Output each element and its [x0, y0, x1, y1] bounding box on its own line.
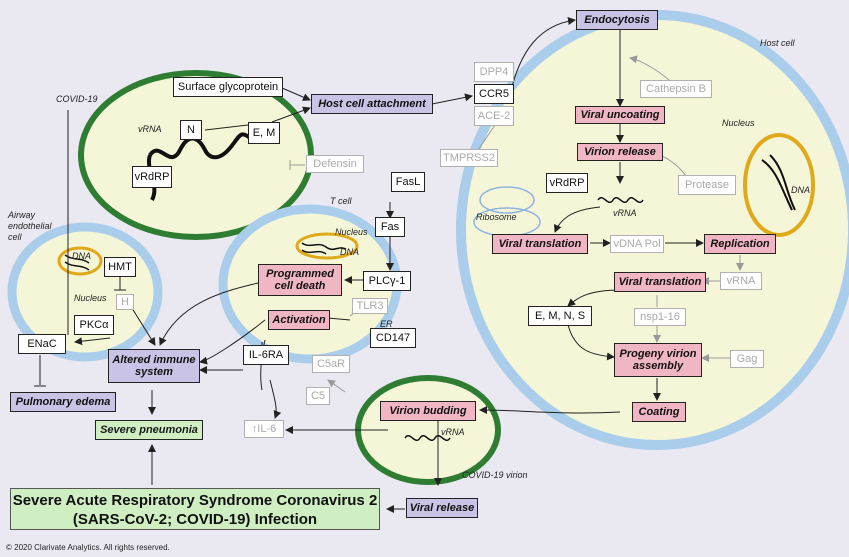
enac-node: ENaC — [18, 334, 66, 354]
airway-nucleus-label: Nucleus — [74, 293, 107, 303]
airway-nucleus — [57, 246, 103, 276]
infection-title: Severe Acute Respiratory Syndrome Corona… — [10, 488, 380, 530]
ccr5-node: CCR5 — [474, 84, 514, 104]
e-m-node: E, M — [248, 122, 280, 144]
fas-node: Fas — [375, 217, 405, 237]
replication-node: Replication — [704, 234, 776, 254]
nsp1-16-node: nsp1-16 — [634, 308, 686, 326]
surface-glycoprotein-node: Surface glycoprotein — [173, 77, 283, 97]
airway-dna-label: DNA — [72, 251, 92, 261]
coating-node: Coating — [632, 402, 686, 422]
viral-translation-2-node: Viral translation — [614, 272, 706, 292]
host-dna-label: DNA — [791, 185, 811, 195]
protease-node: Protease — [678, 175, 736, 195]
activation-node: Activation — [268, 310, 330, 330]
covid19-label: COVID-19 — [56, 94, 98, 104]
programmed-cell-death-node: Programmed cell death — [258, 264, 342, 296]
pulmonary-edema-node: Pulmonary edema — [10, 392, 116, 412]
h-node: H — [116, 294, 134, 310]
altered-immune-system-node: Altered immune system — [108, 349, 200, 383]
virion-release-node: Virion release — [577, 143, 663, 161]
ribosome-label: Ribosome — [476, 212, 517, 222]
il6-node: ↑IL-6 — [244, 420, 284, 438]
ace2-node: ACE-2 — [474, 106, 514, 126]
t-dna-label: DNA — [340, 247, 360, 257]
virion-vrna-label: vRNA — [138, 124, 162, 134]
viral-uncoating-node: Viral uncoating — [575, 106, 665, 124]
infection-title-line2: (SARS-CoV-2; COVID-19) Infection — [72, 511, 318, 528]
progeny-virion-assembly-node: Progeny virion assembly — [614, 343, 702, 377]
ribosome — [479, 186, 535, 214]
budding-vrna-label: vRNA — [441, 427, 465, 437]
host-vrna-label: vRNA — [613, 208, 637, 218]
n-protein-node: N — [180, 120, 202, 140]
tlr3-node: TLR3 — [352, 298, 388, 314]
t-nucleus-label: Nucleus — [335, 227, 368, 237]
infection-title-line1: Severe Acute Respiratory Syndrome Corona… — [12, 492, 378, 509]
vrna-node: vRNA — [720, 272, 762, 290]
c5ar-node: C5aR — [312, 355, 350, 373]
hmt-node: HMT — [104, 257, 136, 277]
fasl-node: FasL — [391, 172, 425, 192]
il6ra-node: IL-6RA — [243, 345, 289, 365]
viral-translation-1-node: Viral translation — [492, 234, 588, 254]
tmprss2-node: TMPRSS2 — [440, 149, 498, 167]
t-cell-label: T cell — [330, 196, 352, 206]
severe-pneumonia-node: Severe pneumonia — [95, 420, 203, 440]
vdna-pol-node: vDNA Pol — [610, 235, 664, 253]
pkca-node: PKCα — [74, 315, 114, 335]
er-label: ER — [380, 319, 393, 329]
viral-release-node: Viral release — [406, 498, 478, 518]
host-cell-label: Host cell — [760, 38, 795, 48]
vrdrp-host-node: vRdRP — [546, 173, 588, 193]
covid19-virion-label: COVID-19 virion — [462, 470, 528, 480]
airway-cell-label: Airway endothelial cell — [8, 210, 52, 242]
cd147-node: CD147 — [370, 328, 416, 348]
c5-node: C5 — [306, 387, 330, 405]
defensin-node: Defensin — [306, 155, 364, 173]
endocytosis-node: Endocytosis — [576, 10, 658, 30]
cathepsin-b-node: Cathepsin B — [640, 80, 712, 98]
vrdrp-virion-node: vRdRP — [132, 166, 172, 188]
copyright-notice: © 2020 Clarivate Analytics. All rights r… — [6, 543, 170, 552]
dpp4-node: DPP4 — [474, 62, 514, 82]
host-cell-attachment-node: Host cell attachment — [311, 94, 433, 114]
gag-node: Gag — [730, 350, 764, 368]
plcg1-node: PLCγ-1 — [363, 271, 411, 291]
emns-node: E, M, N, S — [528, 306, 592, 326]
host-nucleus-label: Nucleus — [722, 118, 755, 128]
virion-budding-node: Virion budding — [380, 401, 476, 421]
